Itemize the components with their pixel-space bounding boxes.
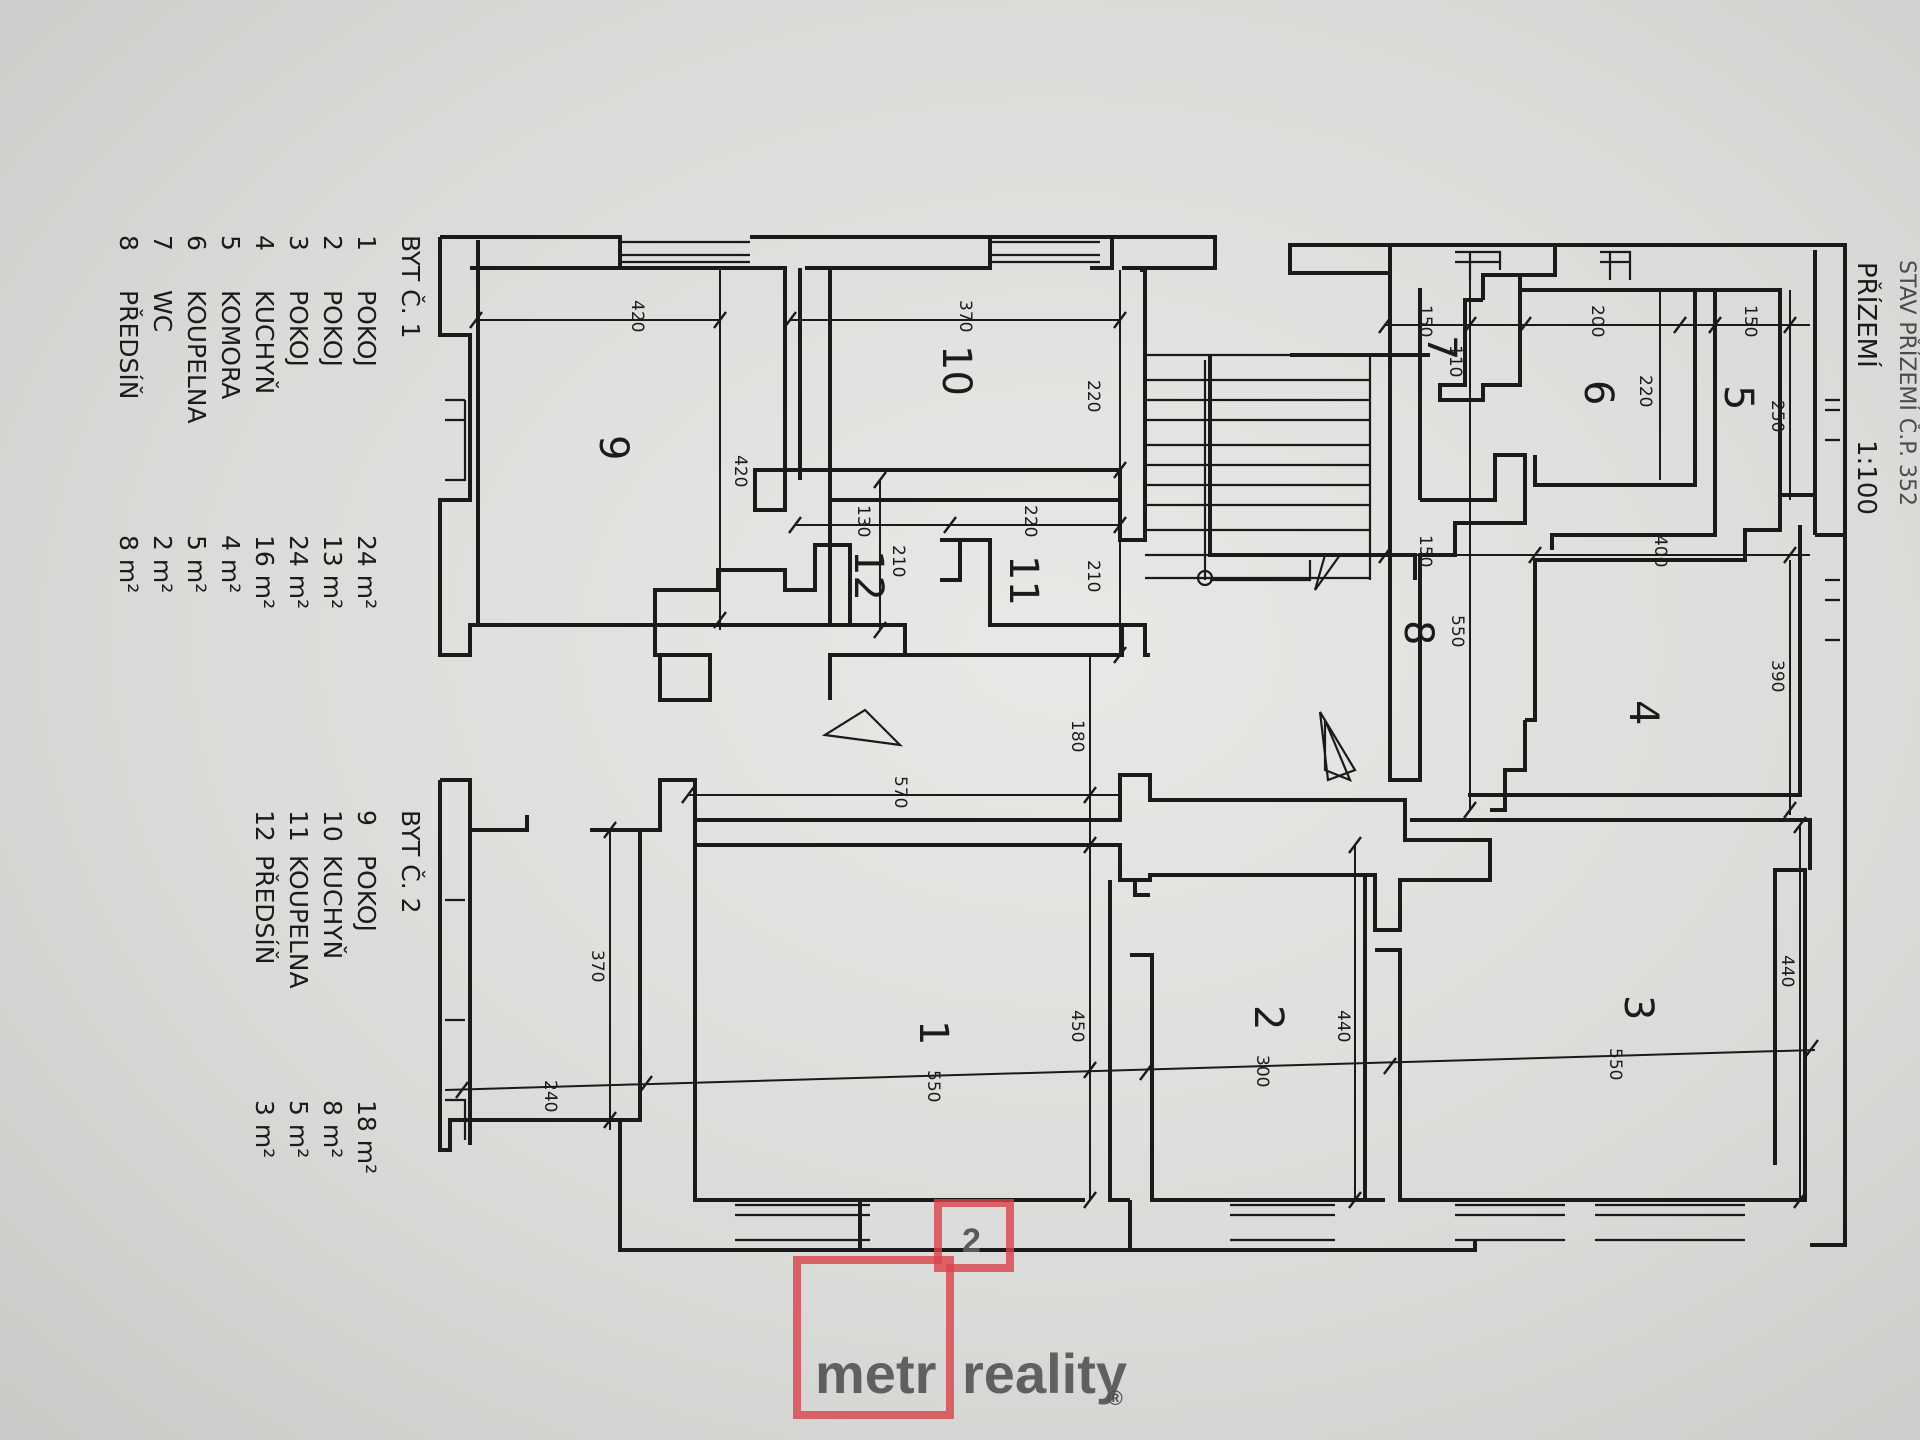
dim-130: 130 [853, 505, 873, 537]
legend-room-name: KOMORA [216, 290, 245, 399]
legend-area: 13 m² [318, 535, 347, 609]
legend-num: 5 [216, 235, 245, 251]
logo-registered-mark: ® [1108, 1388, 1123, 1410]
legend-num: 2 [318, 235, 347, 251]
dim-370-top: 370 [955, 300, 975, 332]
dim-450: 450 [1067, 1010, 1087, 1042]
floor-name: PŘÍZEMÍ [1851, 262, 1883, 368]
legend-num: 10 [318, 810, 347, 842]
dim-420-side: 420 [730, 455, 750, 487]
legend1-title: BYT Č. 1 [396, 235, 426, 339]
dim-420-top: 420 [627, 300, 647, 332]
legend-room-name: POKOJ [352, 290, 381, 367]
dimension-ticks [455, 311, 1819, 1209]
legend2-title: BYT Č. 2 [396, 810, 426, 914]
legend-room-name: KUCHYŇ [318, 855, 347, 959]
cut-off-title: STAV PŘÍZEMÍ Č.P. 352 [1894, 260, 1920, 506]
legend-room-name: POKOJ [318, 290, 347, 367]
logo-word-reality: reality [962, 1342, 1127, 1405]
legend-room-name: KOUPELNA [182, 290, 211, 424]
dim-550-room3: 550 [1605, 1048, 1625, 1080]
plan-walls [438, 235, 1847, 1252]
legend-area: 8 m² [114, 535, 143, 593]
legend-room-name: PŘEDSÍŇ [114, 290, 143, 399]
dim-150-room8: 150 [1415, 535, 1435, 567]
staircase [821, 353, 1372, 782]
legend-room-name: KOUPELNA [284, 855, 313, 989]
legend-num: 4 [250, 235, 279, 251]
dim-240: 240 [540, 1080, 560, 1112]
legend-area: 24 m² [352, 535, 381, 609]
dim-210-room12: 210 [888, 545, 908, 577]
legend-room-name: POKOJ [352, 855, 381, 932]
dim-220-room10: 220 [1083, 380, 1103, 412]
metr-reality-logo: 2 metr reality ® [793, 1199, 1127, 1419]
dim-440-room3: 440 [1777, 955, 1797, 987]
legend-num: 1 [352, 235, 381, 251]
room-label-8: 8 [1395, 620, 1441, 645]
dim-440-room2: 440 [1333, 1010, 1353, 1042]
legend-num: 6 [182, 235, 211, 251]
room-label-3: 3 [1615, 995, 1661, 1020]
dim-150-room5: 150 [1740, 305, 1760, 337]
room-label-11: 11 [1000, 555, 1046, 606]
dim-550-room1: 550 [923, 1070, 943, 1102]
legend-room-name: PŘEDSÍŇ [250, 855, 279, 964]
legend-num: 9 [352, 810, 381, 826]
dim-370-bottom: 370 [587, 950, 607, 982]
dim-220-room11: 220 [1020, 505, 1040, 537]
legend-area: 5 m² [182, 535, 211, 593]
dim-300: 300 [1252, 1055, 1272, 1087]
logo-badge-number: 2 [962, 1222, 981, 1260]
dim-550-room8: 550 [1447, 615, 1467, 647]
room-label-2: 2 [1245, 1005, 1291, 1030]
legend-room-name: WC [148, 290, 177, 332]
dim-110: 110 [1445, 345, 1465, 377]
dim-250: 250 [1767, 400, 1787, 432]
dim-570: 570 [890, 776, 910, 808]
room-label-4: 4 [1620, 700, 1666, 725]
legend-area: 4 m² [216, 535, 245, 593]
legend-area: 16 m² [250, 535, 279, 609]
logo-word-metr: metr [815, 1342, 936, 1405]
legend-num: 11 [284, 810, 313, 842]
dim-210-room11: 210 [1083, 560, 1103, 592]
legend-area: 5 m² [284, 1100, 313, 1158]
plan-scale: 1:100 [1851, 440, 1881, 515]
dim-180: 180 [1067, 720, 1087, 752]
legend-area: 2 m² [148, 535, 177, 593]
windows [445, 240, 1840, 1242]
dim-200-room6: 200 [1587, 305, 1607, 337]
entry-arrow-left [821, 708, 904, 747]
legend-area: 3 m² [250, 1100, 279, 1158]
legend-area: 24 m² [284, 535, 313, 609]
room-label-5: 5 [1715, 385, 1761, 410]
legend-num: 12 [250, 810, 279, 842]
legend-num: 7 [148, 235, 177, 251]
dimension-lines [444, 270, 1816, 1200]
legend-area: 8 m² [318, 1100, 347, 1158]
legend-area: 18 m² [352, 1100, 381, 1174]
dim-220-room6: 220 [1635, 375, 1655, 407]
dim-150-room7: 150 [1415, 305, 1435, 337]
legend-room-name: POKOJ [284, 290, 313, 367]
dim-400: 400 [1650, 535, 1670, 567]
room-label-9: 9 [590, 435, 636, 460]
legend-num: 8 [114, 235, 143, 251]
room-label-7: 7 [1418, 335, 1464, 360]
legend-num: 3 [284, 235, 313, 251]
room-label-1: 1 [910, 1020, 956, 1045]
room-label-10: 10 [933, 345, 979, 396]
dim-390: 390 [1767, 660, 1787, 692]
legend-room-name: KUCHYŇ [250, 290, 279, 394]
room-label-12: 12 [845, 550, 891, 601]
room-label-6: 6 [1575, 380, 1621, 405]
